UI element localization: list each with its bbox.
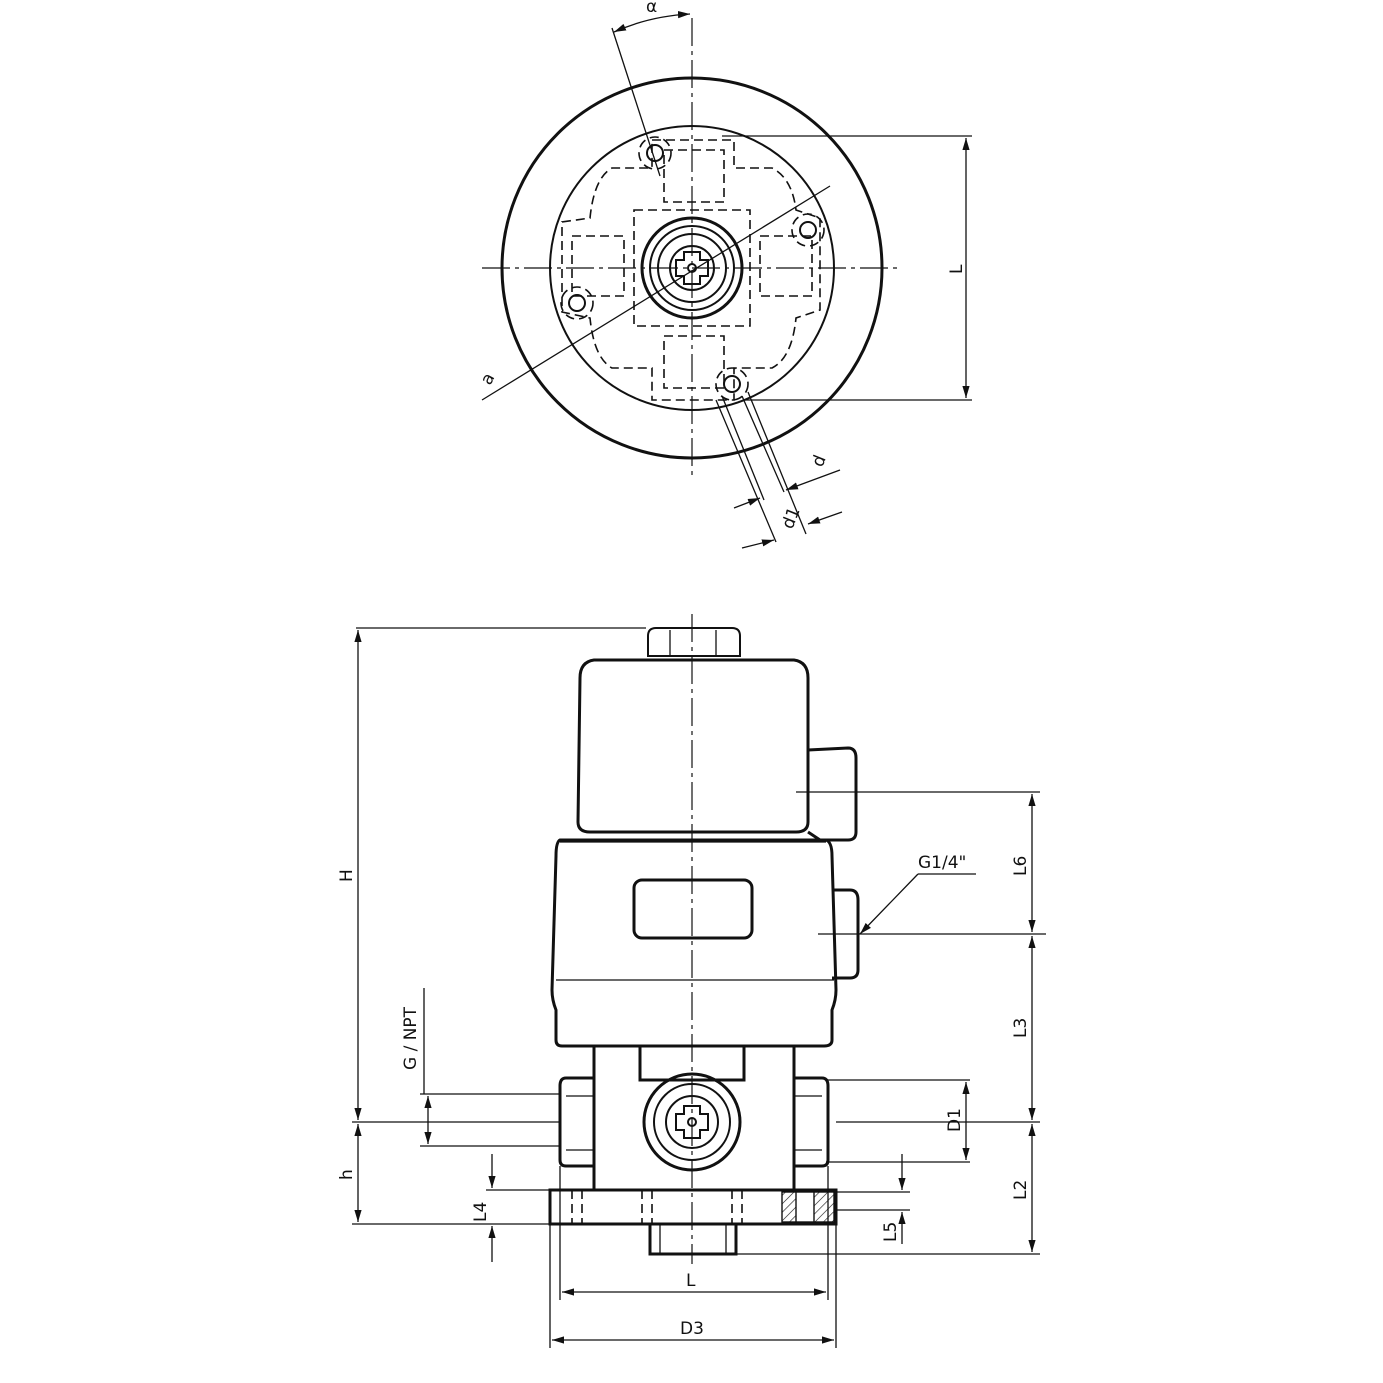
main-body [550,838,838,1048]
top-hex-nut [647,627,741,657]
label-L4: L4 [471,1202,491,1222]
indicator-window [632,878,754,940]
mounting-hole-top [638,136,672,170]
hidden-body-outline [561,139,821,401]
alpha-arc [613,11,691,33]
dimension-a-line [481,185,831,401]
top-view: a α L d d1 [477,0,972,549]
g14-leader [859,873,919,935]
label-L2: L2 [1011,1180,1031,1200]
label-L-top: L [947,264,967,274]
upper-pilot-port [807,746,858,842]
label-L3: L3 [1011,1018,1031,1038]
valve-block [558,1044,830,1192]
label-alpha: α [646,0,657,17]
mounting-hole-bottom [715,367,749,401]
alpha-leader [611,27,661,177]
label-L-bottom: L [686,1271,696,1291]
base-flange [548,1188,838,1256]
side-view: H h G / NPT L4 L6 G1/4" L3 D1 [337,614,1046,1348]
label-D3: D3 [680,1319,704,1339]
bottom-nipple [648,1222,738,1256]
actuator-cap [576,658,810,834]
label-L6: L6 [1011,856,1031,876]
label-H: H [337,869,357,882]
label-d: d [808,452,831,470]
label-d1: d1 [778,504,805,532]
label-a: a [477,370,500,389]
mounting-hole-right [791,213,825,247]
label-L5: L5 [881,1222,901,1242]
label-g-npt: G / NPT [401,1006,421,1070]
g14-port [832,888,860,980]
label-h: h [337,1169,357,1180]
label-D1: D1 [945,1108,965,1132]
mounting-hole-left [560,286,594,320]
central-port [640,216,744,320]
label-g14: G1/4" [918,853,966,873]
hole-diameter-dimension [715,391,843,549]
